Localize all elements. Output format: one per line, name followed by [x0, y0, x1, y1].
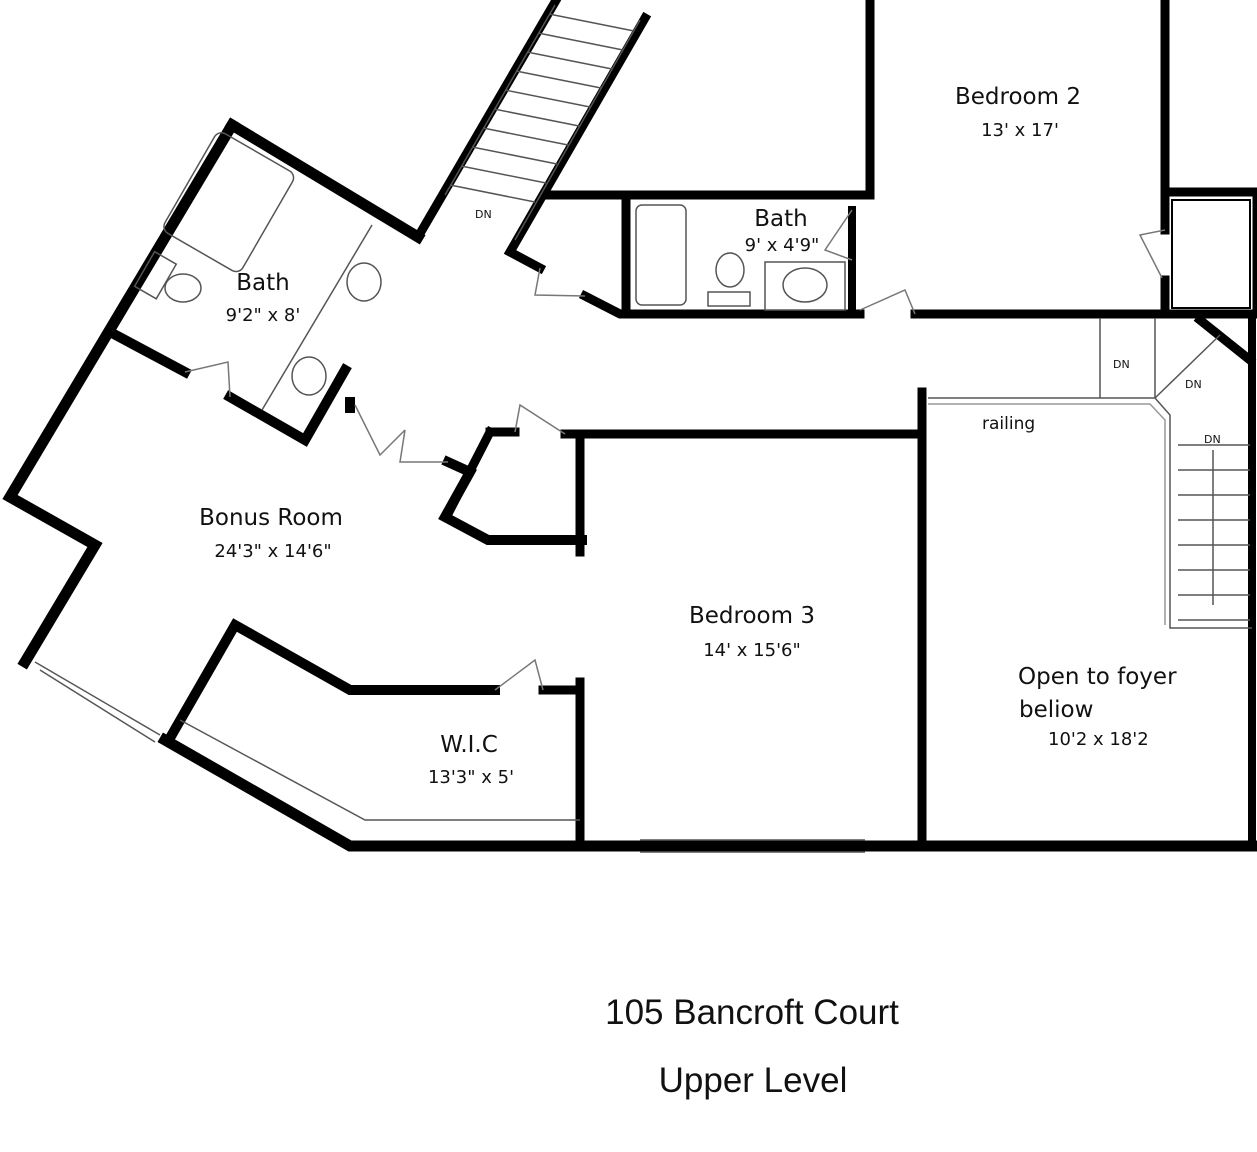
- railing-line: [928, 397, 1252, 629]
- wall-master-bath: [224, 117, 426, 245]
- address-title: 105 Bancroft Court: [605, 993, 899, 1032]
- wall-stair-west: [411, 0, 562, 244]
- dims-bedroom2: 13' x 17': [981, 120, 1059, 141]
- dims-bath-master: 9'2" x 8': [225, 305, 301, 326]
- toilet-master: [164, 273, 202, 303]
- wall-upper-top: [543, 0, 875, 200]
- dims-foyer: 10'2 x 18'2: [1048, 729, 1149, 750]
- staircase-upper: [444, 4, 641, 241]
- label-bonus-room: Bonus Room: [199, 505, 343, 531]
- wall-closet-niche: [438, 455, 587, 545]
- stair-dn-turn: DN: [1185, 378, 1202, 391]
- wall-stair-east: [503, 11, 652, 275]
- dims-wic: 13'3" x 5': [427, 767, 515, 788]
- stair-dn-upper: DN: [475, 208, 492, 221]
- door-bath-small: [823, 209, 853, 261]
- level-title: Upper Level: [658, 1061, 848, 1100]
- wall-stair-corner: [1193, 313, 1257, 367]
- stair-dn-landing: DN: [1113, 358, 1130, 371]
- door-closet: [514, 403, 566, 435]
- toilet-hall: [715, 252, 745, 288]
- wall-master-bath-inner: [103, 325, 192, 379]
- wall-wic: [163, 618, 500, 745]
- outer-wall-west: [2, 117, 240, 670]
- label-foyer-line2: beliow: [1019, 697, 1094, 723]
- sink-hall: [782, 267, 828, 303]
- wic-shelf: [179, 719, 580, 821]
- stair-treads-upper: [449, 13, 635, 203]
- staircase-right: [1099, 318, 1221, 399]
- sink-master-2: [291, 356, 327, 396]
- bathtub-master: [163, 132, 295, 273]
- sink-master-1: [346, 262, 382, 302]
- wall-closet-top: [1165, 187, 1257, 319]
- label-bath-hall: Bath: [754, 206, 808, 232]
- wall-bath-block: [578, 289, 865, 319]
- label-railing: railing: [982, 414, 1036, 434]
- label-foyer-line1: Open to foyer: [1018, 664, 1177, 690]
- label-bath-master: Bath: [236, 270, 290, 296]
- dims-bedroom3: 14' x 15'6": [703, 640, 801, 661]
- label-bedroom2: Bedroom 2: [955, 84, 1081, 110]
- label-wic: W.I.C: [440, 732, 498, 758]
- wall-closet-niche-left: [443, 425, 497, 517]
- door-hall-2: [399, 429, 448, 463]
- bathtub-hall: [635, 204, 687, 306]
- door-bedroom2: [859, 289, 916, 315]
- wall-master-bath-south: [223, 363, 352, 447]
- dims-bonus-room: 24'3" x 14'6": [214, 541, 332, 562]
- outer-wall-southwest: [157, 732, 1257, 852]
- door-bath-hall: [534, 267, 586, 297]
- door-wic: [494, 658, 544, 691]
- door-hall-1: [354, 404, 406, 457]
- window-bedroom3: [640, 839, 865, 853]
- stair-dn-lower: DN: [1204, 433, 1221, 446]
- dims-bath-hall: 9' x 4'9": [744, 235, 820, 256]
- door-bedroom2-closet: [1138, 229, 1166, 279]
- label-bedroom3: Bedroom 3: [689, 603, 815, 629]
- stair-treads-right: [1178, 444, 1250, 621]
- door-master-bath: [184, 361, 231, 398]
- window-bonus: [34, 661, 161, 743]
- wall-closet-inner: [1171, 199, 1251, 309]
